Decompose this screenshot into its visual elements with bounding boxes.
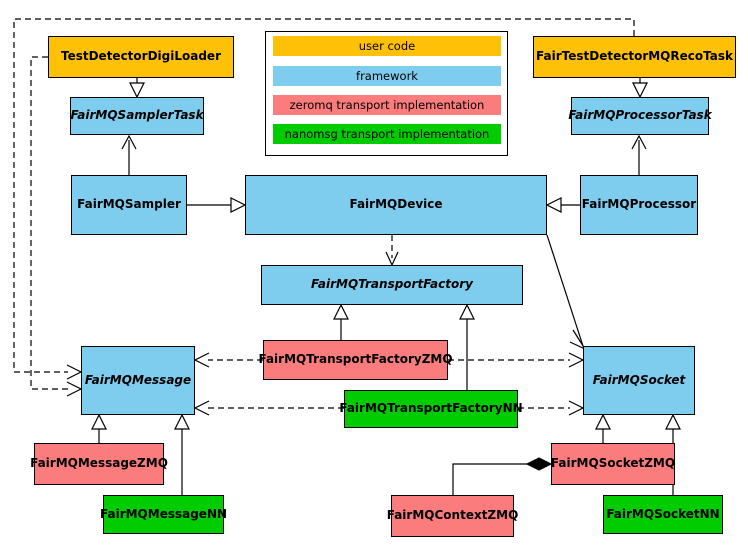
legend-label-user-code: user code (358, 39, 416, 53)
edge-processor-to-processortask (631, 134, 647, 175)
class-label: FairMQSampler (77, 197, 181, 212)
edge-device-to-transportfactory (385, 235, 399, 267)
class-label: FairMQTransportFactoryNN (339, 401, 523, 416)
class-node-fairmqmessagenn[interactable]: FairMQMessageNN (99, 495, 228, 534)
legend-label-zeromq: zeromq transport implementation (289, 98, 485, 112)
class-node-fairtestdetectormqrecotask[interactable]: FairTestDetectorMQRecoTask (533, 36, 736, 78)
edge-factoryzmq-to-message (193, 352, 263, 368)
edge-socketzmq-to-socket (595, 413, 611, 443)
class-label: FairMQContextZMQ (386, 508, 519, 523)
legend-item-zeromq: zeromq transport implementation (273, 95, 501, 115)
class-label: FairMQTransportFactoryZMQ (258, 352, 453, 367)
legend-label-framework: framework (356, 69, 418, 83)
class-node-fairmqsampler[interactable]: FairMQSampler (71, 175, 187, 235)
class-label: FairMQSocket (592, 372, 686, 387)
class-label: FairMQMessageZMQ (30, 456, 168, 471)
edge-processor-to-device (545, 197, 580, 213)
edge-contextzmq-to-socketzmq (452, 457, 553, 495)
class-label: FairMQSocketNN (606, 506, 720, 521)
class-node-fairmqsocketzmq[interactable]: FairMQSocketZMQ (551, 443, 675, 485)
class-node-fairmqdevice[interactable]: FairMQDevice (245, 175, 547, 235)
class-label: FairMQProcessor (581, 197, 697, 212)
class-label: FairMQProcessorTask (568, 108, 712, 123)
edge-sampler-to-samplertask (121, 134, 137, 175)
edge-factorynn-to-socket (518, 400, 585, 416)
legend-label-nanomsg: nanomsg transport implementation (284, 127, 490, 141)
class-node-fairmqtransportfactory[interactable]: FairMQTransportFactory (261, 265, 523, 305)
class-node-fairmqtransportfactorynn[interactable]: FairMQTransportFactoryNN (339, 390, 523, 428)
class-node-fairmqmessage[interactable]: FairMQMessage (81, 346, 195, 415)
class-node-fairmqsocket[interactable]: FairMQSocket (583, 346, 695, 415)
class-node-testdetectordigiloader[interactable]: TestDetectorDigiLoader (48, 36, 234, 78)
edge-recotask-to-processortask (632, 78, 648, 99)
edge-digiloader-to-samplertask (129, 78, 145, 99)
edge-factoryzmq-to-transportfactory (333, 303, 349, 340)
legend-item-user-code: user code (273, 36, 501, 56)
class-label: FairMQSocketZMQ (550, 456, 676, 471)
class-label: TestDetectorDigiLoader (60, 49, 221, 64)
class-label: FairMQMessage (84, 372, 192, 387)
class-node-fairmqprocessor[interactable]: FairMQProcessor (580, 175, 698, 235)
class-label: FairMQTransportFactory (311, 277, 473, 292)
class-label: FairMQMessageNN (99, 506, 228, 521)
legend-item-nanomsg: nanomsg transport implementation (273, 124, 501, 144)
edge-factorynn-to-transportfactory (459, 303, 475, 390)
class-node-fairmqsamplertask[interactable]: FairMQSamplerTask (70, 97, 204, 135)
class-node-fairmqmessagezmq[interactable]: FairMQMessageZMQ (30, 443, 168, 485)
edge-sampler-to-device (187, 197, 247, 213)
class-label: FairMQDevice (349, 197, 443, 212)
class-node-fairmqcontextzmq[interactable]: FairMQContextZMQ (387, 495, 518, 537)
class-node-fairmqprocessortask[interactable]: FairMQProcessorTask (568, 97, 712, 135)
edge-messagenn-to-message (174, 413, 190, 495)
edge-messagezmq-to-message (91, 413, 107, 443)
edge-device-to-socket (546, 234, 587, 351)
class-node-fairmqtransportfactoryzmq[interactable]: FairMQTransportFactoryZMQ (258, 340, 453, 380)
class-label: FairTestDetectorMQRecoTask (536, 49, 733, 64)
legend-item-framework: framework (273, 66, 501, 86)
class-node-fairmqsocketnn[interactable]: FairMQSocketNN (603, 495, 723, 534)
class-label: FairMQSamplerTask (70, 108, 204, 123)
edge-factoryzmq-to-socket (448, 352, 585, 368)
edge-factorynn-to-message (193, 400, 344, 416)
